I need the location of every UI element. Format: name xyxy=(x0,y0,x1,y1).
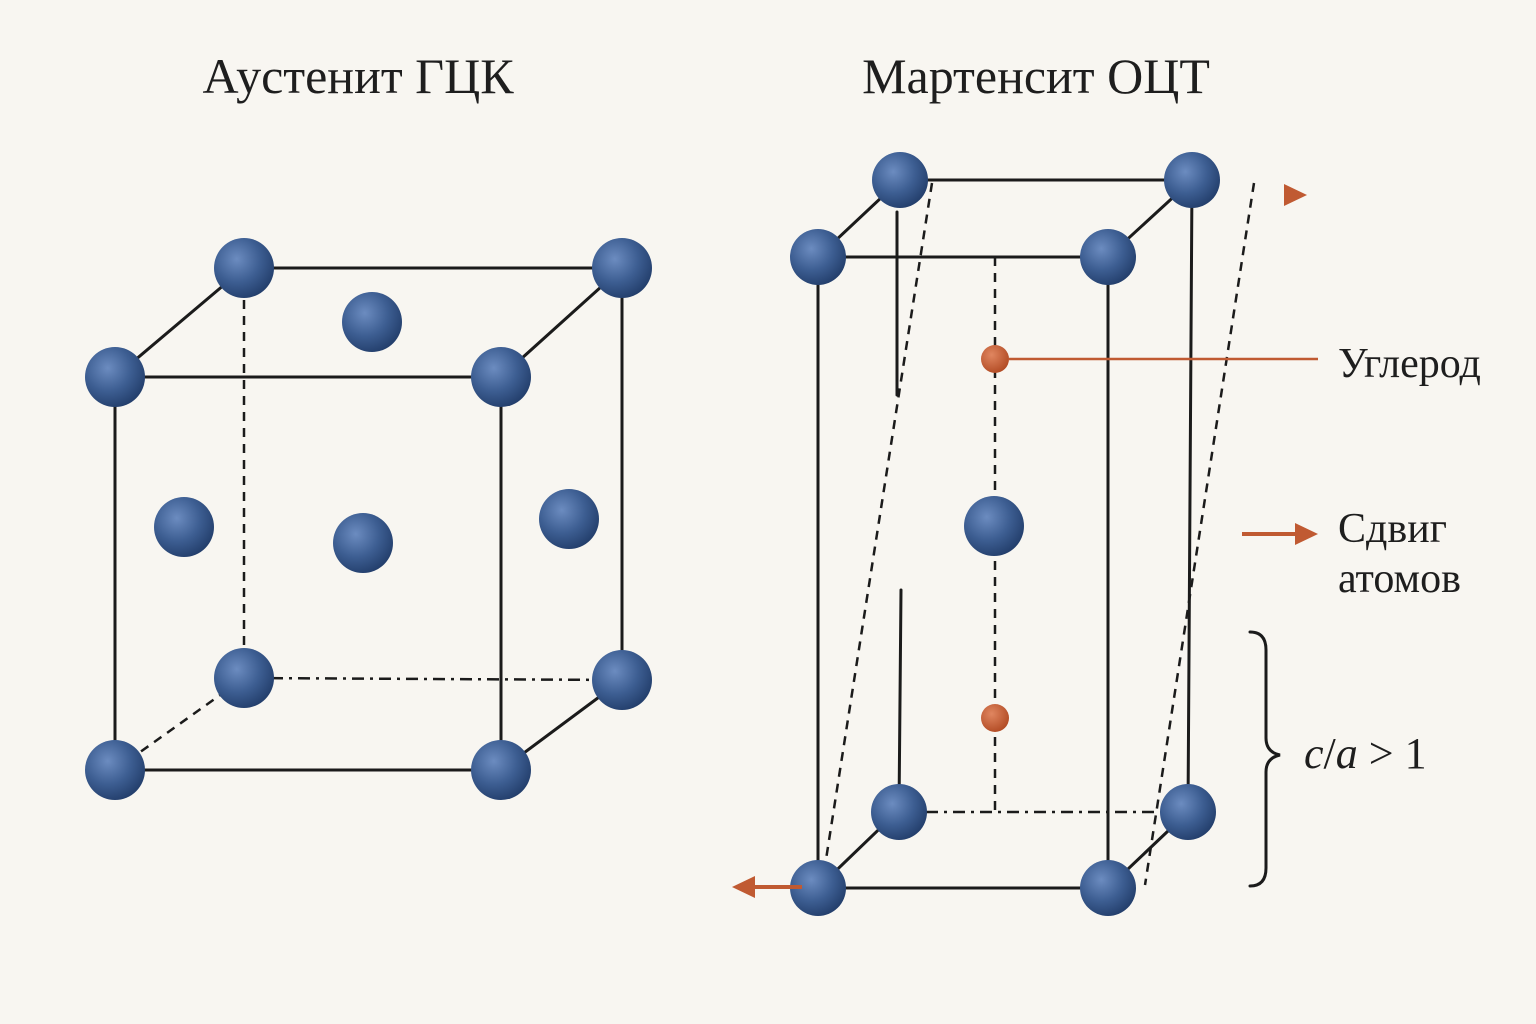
iron-atom xyxy=(790,860,846,916)
iron-atom xyxy=(85,347,145,407)
iron-atom xyxy=(1080,860,1136,916)
shift-arrow-top xyxy=(1218,184,1307,206)
shift-label-line1: Сдвиг xyxy=(1338,506,1447,552)
bct-atoms xyxy=(790,152,1220,916)
iron-atom xyxy=(1080,229,1136,285)
iron-atom xyxy=(471,740,531,800)
shift-label-line2: атомов xyxy=(1338,556,1461,602)
shift-arrow-icon xyxy=(1295,523,1318,545)
shift-legend: Сдвиг атомов xyxy=(1242,506,1461,602)
height-brace xyxy=(1248,630,1281,888)
austenite-title: Аустенит ГЦК xyxy=(202,48,514,104)
carbon-atom xyxy=(981,704,1009,732)
iron-atom xyxy=(85,740,145,800)
bct-cell xyxy=(732,152,1307,916)
iron-atom xyxy=(1160,784,1216,840)
fcc-atoms xyxy=(85,238,652,800)
axial-ratio-label: c/a > 1 xyxy=(1304,729,1427,778)
iron-atom xyxy=(539,489,599,549)
martensite-title: Мартенсит ОЦТ xyxy=(862,48,1210,104)
carbon-legend: Углерод xyxy=(1009,341,1481,387)
carbon-atom xyxy=(981,345,1009,373)
bct-sheared-outline xyxy=(820,182,1256,886)
fcc-cell xyxy=(85,238,652,800)
iron-atom xyxy=(471,347,531,407)
iron-atom xyxy=(342,292,402,352)
iron-atom xyxy=(592,650,652,710)
iron-atom xyxy=(333,513,393,573)
carbon-label: Углерод xyxy=(1338,341,1481,387)
iron-atom xyxy=(214,648,274,708)
iron-atom-center xyxy=(964,496,1024,556)
iron-atom xyxy=(872,152,928,208)
iron-atom xyxy=(1164,152,1220,208)
iron-atom xyxy=(154,497,214,557)
bct-hidden-edges xyxy=(899,257,1188,814)
iron-atom xyxy=(871,784,927,840)
iron-atom xyxy=(592,238,652,298)
shift-arrow-bottom xyxy=(732,876,802,898)
iron-atom xyxy=(214,238,274,298)
iron-atom xyxy=(790,229,846,285)
